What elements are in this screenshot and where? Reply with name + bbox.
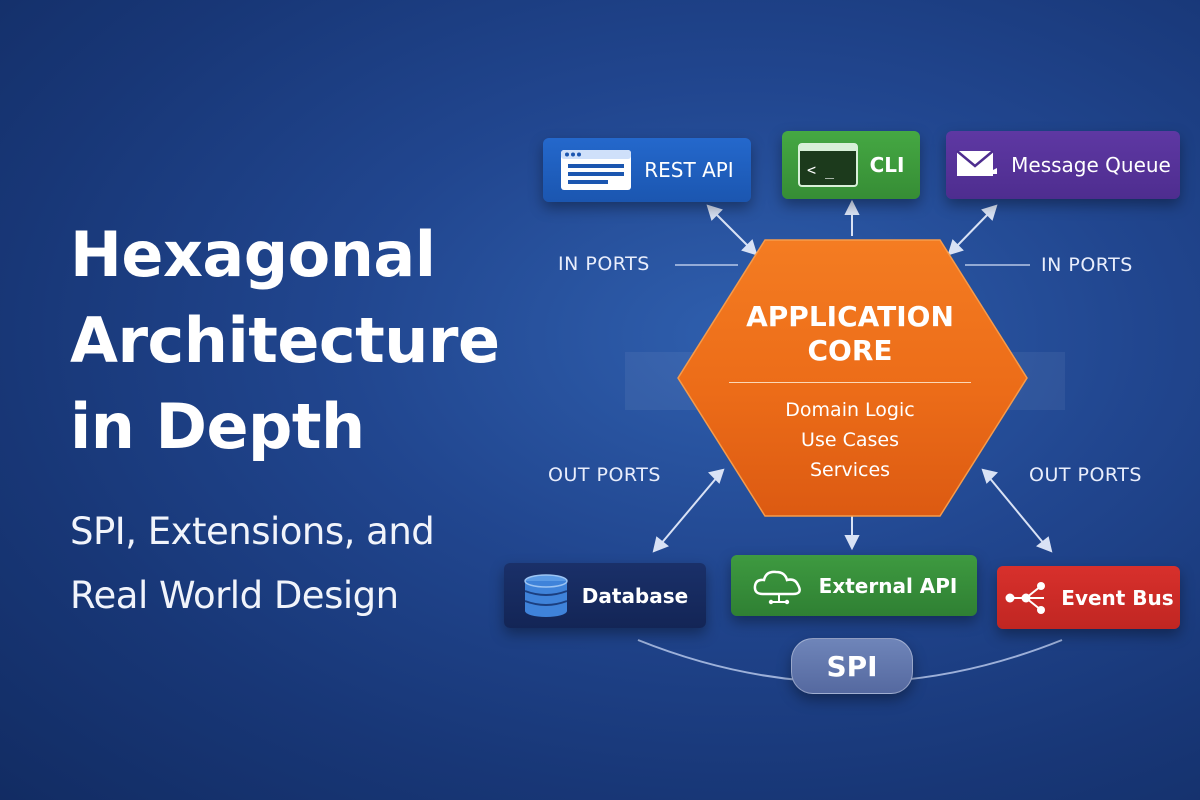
core-item-domain-logic: Domain Logic [785,399,915,421]
database-arrowhead-bottom [652,536,669,553]
svg-text:< _: < _ [807,161,835,179]
browser-window-icon [560,149,632,191]
message-queue-arrowhead-bottom [947,239,964,256]
application-core-hexagon [677,239,1028,517]
database-connector [659,475,719,546]
external-api-arrowhead [844,535,860,551]
subtitle-line-1: SPI, Extensions, and [70,510,435,553]
database-icon [522,573,570,619]
core-divider [729,382,971,383]
database-arrowhead-top [708,468,725,484]
cli-label: CLI [869,153,905,177]
application-core: APPLICATION CORE Domain Logic Use Cases … [700,300,1000,485]
rest-api-arrowhead-bottom [741,239,758,256]
in-ports-right-label: IN PORTS [1041,254,1133,276]
message-queue-adapter: Message Queue [946,131,1180,199]
envelope-icon [955,148,999,182]
message-queue-arrowhead-top [981,204,998,221]
core-title-line-2: CORE [807,334,893,367]
spi-badge: SPI [791,638,913,694]
subtitle: SPI, Extensions, and Real World Design [70,500,540,628]
event-bus-arrowhead-top [981,468,998,484]
event-bus-arrowhead-bottom [1036,536,1053,553]
database-label: Database [581,583,689,608]
event-bus-adapter: Event Bus [997,566,1180,629]
core-item-services: Services [809,459,891,481]
core-title-line-1: APPLICATION [746,300,954,333]
title-line-2: Architecture [70,304,500,377]
main-title: Hexagonal Architecture in Depth [70,212,540,470]
message-queue-label: Message Queue [1011,153,1171,177]
title-line-3: in Depth [70,390,365,463]
out-ports-right-label: OUT PORTS [1029,464,1142,486]
event-bus-label: Event Bus [1061,585,1174,610]
rest-api-arrowhead-top [706,204,723,221]
rest-api-connector [713,211,751,249]
title-line-1: Hexagonal [70,218,436,291]
cli-adapter: < _ CLI [782,131,920,199]
subtitle-line-2: Real World Design [70,574,399,617]
in-ports-left-label: IN PORTS [558,253,650,275]
out-ports-left-label: OUT PORTS [548,464,661,486]
database-adapter: Database [504,563,706,628]
cloud-icon [751,566,807,606]
rest-api-adapter: REST API [543,138,751,202]
rest-api-label: REST API [644,158,734,182]
terminal-icon: < _ [797,143,858,187]
message-queue-connector [954,211,991,249]
cli-arrowhead [844,199,860,215]
external-api-adapter: External API [731,555,977,616]
event-bus-connector [987,475,1046,546]
core-item-use-cases: Use Cases [801,429,899,451]
network-nodes-icon [1003,579,1049,617]
external-api-label: External API [818,573,958,598]
